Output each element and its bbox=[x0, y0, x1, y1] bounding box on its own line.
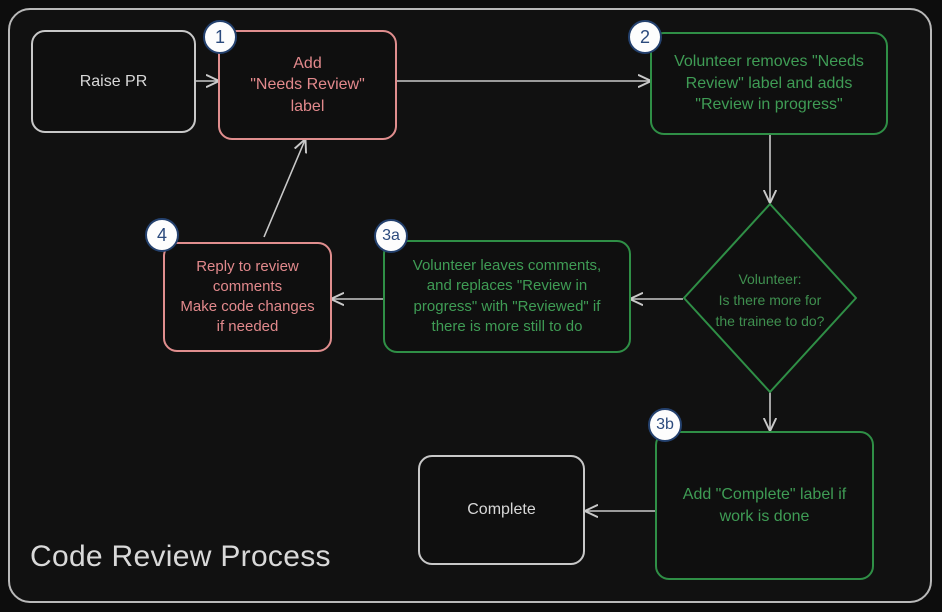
diagram-title: Code Review Process bbox=[30, 540, 331, 573]
node-add-complete[interactable]: Add "Complete" label if work is done bbox=[655, 431, 874, 580]
badge-4: 4 bbox=[145, 218, 179, 252]
badge-2: 2 bbox=[628, 20, 662, 54]
node-raise-pr[interactable]: Raise PR bbox=[31, 30, 196, 133]
badge-3a: 3a bbox=[374, 219, 408, 253]
node-decision-diamond[interactable] bbox=[683, 203, 857, 393]
badge-2-label: 2 bbox=[639, 26, 650, 47]
node-reply-to-review-label: Reply to review comments Make code chang… bbox=[180, 257, 315, 336]
edge-reply-to-add-label bbox=[263, 140, 305, 238]
badge-3a-label: 3a bbox=[382, 227, 400, 244]
badge-3b: 3b bbox=[648, 408, 682, 442]
badge-4-label: 4 bbox=[156, 224, 167, 245]
badge-3b-label: 3b bbox=[656, 416, 674, 433]
badge-1-label: 1 bbox=[214, 26, 225, 47]
node-add-needs-review[interactable]: Add "Needs Review" label bbox=[218, 30, 397, 140]
badge-1: 1 bbox=[203, 20, 237, 54]
node-add-needs-review-label: Add "Needs Review" label bbox=[250, 54, 365, 115]
node-reply-to-review[interactable]: Reply to review comments Make code chang… bbox=[163, 242, 332, 352]
node-complete-label: Complete bbox=[467, 501, 536, 519]
node-complete[interactable]: Complete bbox=[418, 455, 585, 565]
node-raise-pr-label: Raise PR bbox=[79, 72, 148, 90]
node-leaves-comments-label: Volunteer leaves comments, and replaces … bbox=[412, 257, 602, 335]
node-volunteer-swap[interactable]: Volunteer removes "Needs Review" label a… bbox=[650, 32, 888, 135]
node-add-complete-label: Add "Complete" label if work is done bbox=[682, 485, 847, 525]
node-volunteer-swap-label: Volunteer removes "Needs Review" label a… bbox=[674, 53, 864, 114]
node-leaves-comments[interactable]: Volunteer leaves comments, and replaces … bbox=[383, 240, 631, 353]
